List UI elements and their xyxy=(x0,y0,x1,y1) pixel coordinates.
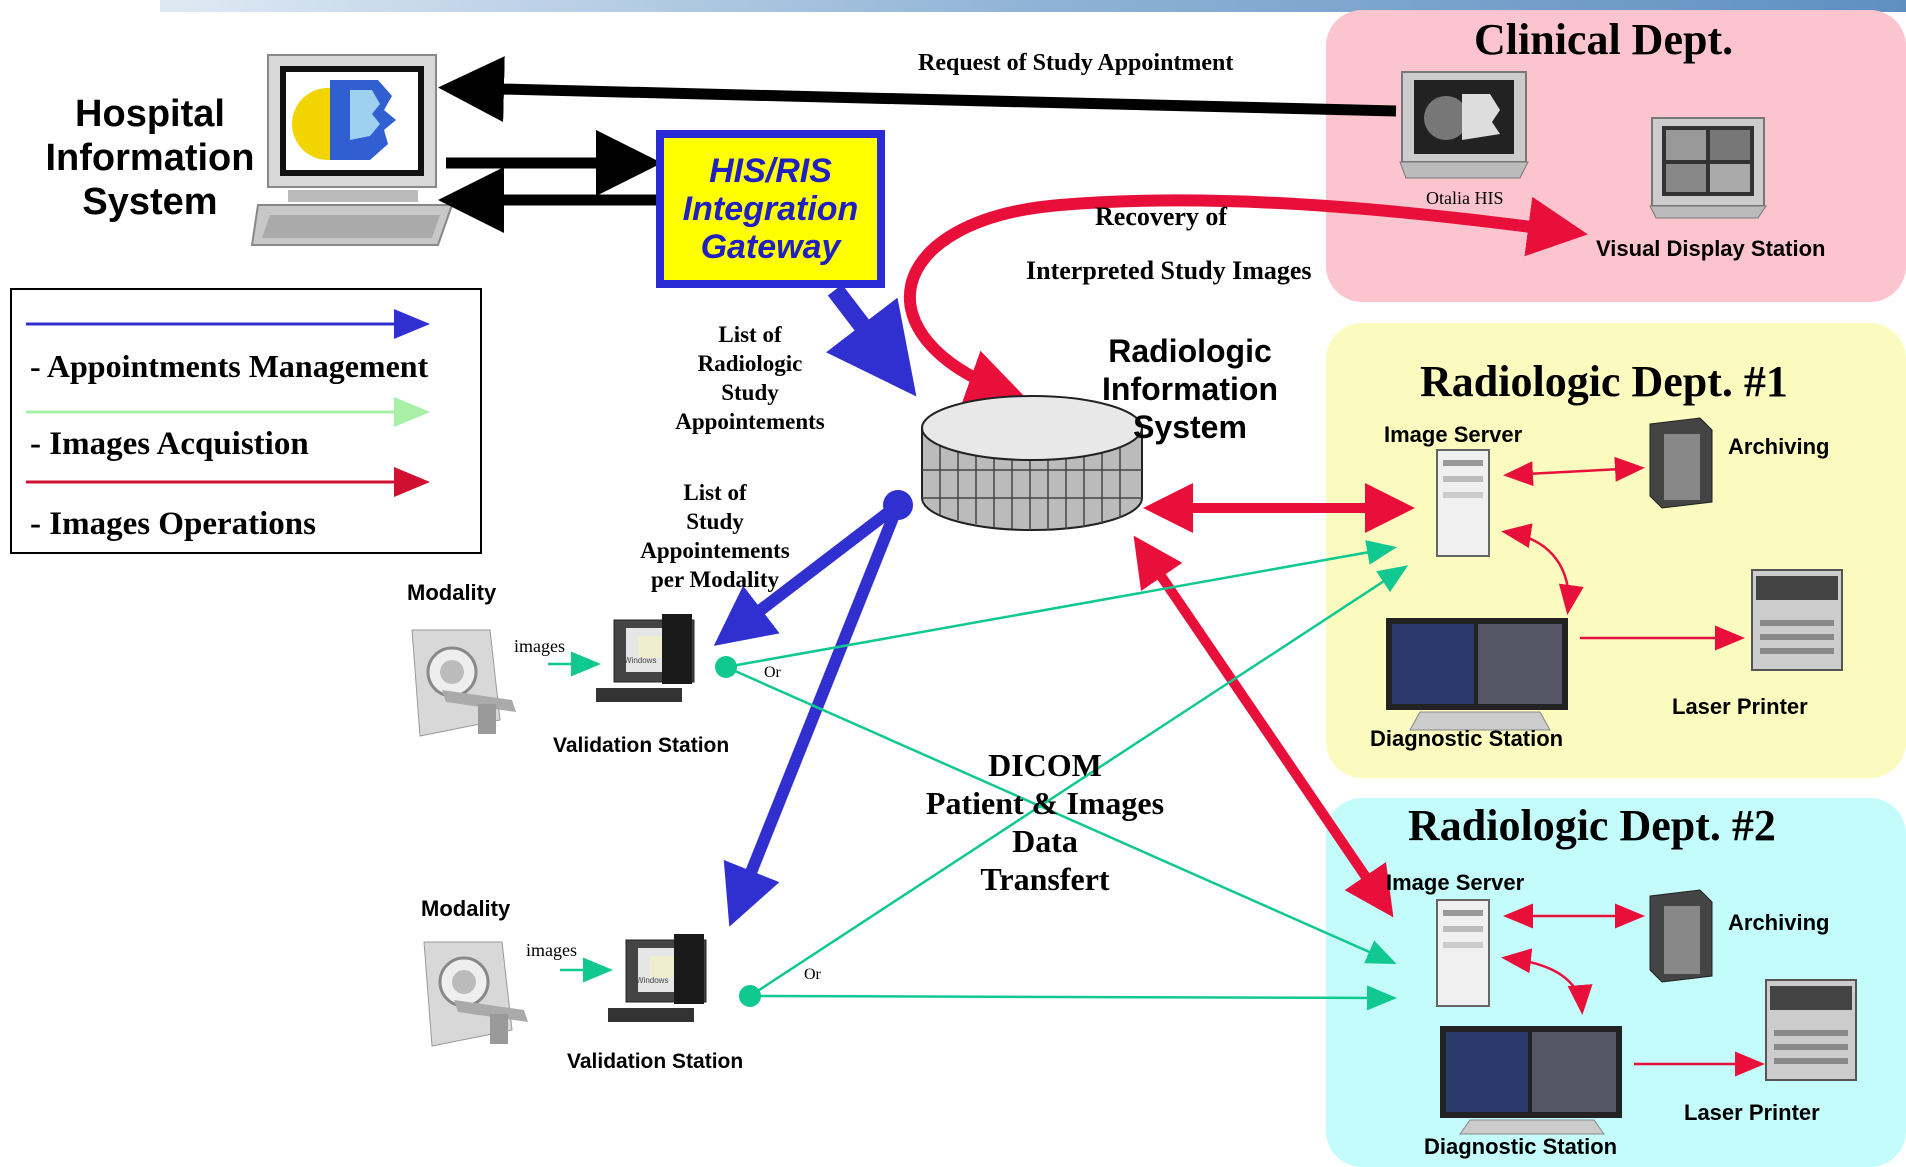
ris-dept2-arrow xyxy=(1133,535,1394,918)
ris-title-line-1: Radiologic xyxy=(1108,333,1272,369)
ris-database-icon xyxy=(921,395,1143,531)
modality1-or-label: Or xyxy=(764,664,781,681)
legend-box: - Appointments Management - Images Acqui… xyxy=(10,288,482,554)
his-title: Hospital Information System xyxy=(30,92,270,224)
dicom-line-3: Data xyxy=(1012,823,1078,859)
his-title-line-1: Hospital xyxy=(75,93,225,135)
recovery-label-line-1: Recovery of xyxy=(1095,202,1228,231)
modality1-scanner-icon xyxy=(411,629,516,737)
his-computer-icon xyxy=(250,54,454,246)
dept1-image-server-label: Image Server xyxy=(1384,422,1523,447)
gateway-line-2: Integration xyxy=(682,190,859,228)
recovery-label-line-2: Interpreted Study Images xyxy=(1026,256,1312,285)
list-modality-line-3: Appointements xyxy=(640,538,790,563)
station1-output-dot xyxy=(715,656,737,678)
clinical-dept-title: Clinical Dept. xyxy=(1474,15,1734,64)
gateway-line-1: HIS/RIS xyxy=(709,152,832,190)
dept2-archiving-label: Archiving xyxy=(1728,910,1830,935)
validation-station2-label: Validation Station xyxy=(567,1050,744,1073)
modality1-label: Modality xyxy=(407,580,497,605)
dept2-server-diagnostic-arrow xyxy=(1501,948,1593,1015)
modality2-scanner-icon xyxy=(423,941,528,1047)
station2-to-server1-line xyxy=(749,565,1409,998)
dept1-image-server-icon xyxy=(1436,449,1490,557)
list-modality-line-4: per Modality xyxy=(651,567,779,592)
list-radiologic-label: List of Radiologic Study Appointements xyxy=(655,320,845,436)
his-title-line-2: Information xyxy=(45,137,255,179)
modality2-label: Modality xyxy=(421,896,511,921)
list-radiologic-line-4: Appointements xyxy=(675,409,825,434)
station2-output-dot xyxy=(739,985,761,1007)
list-modality-line-2: Study xyxy=(686,509,744,534)
dept1-title: Radiologic Dept. #1 xyxy=(1420,357,1788,406)
validation-station1-computer-icon xyxy=(596,614,695,702)
list-radiologic-line-3: Study xyxy=(721,380,779,405)
station2-to-server2-line xyxy=(749,985,1397,1011)
dept2-laser-printer-icon xyxy=(1765,979,1857,1081)
gateway-line-3: Gateway xyxy=(700,228,841,266)
dept1-laser-printer-icon xyxy=(1751,569,1843,671)
his-title-line-3: System xyxy=(82,181,218,223)
modality2-images-label: images xyxy=(526,940,577,960)
station1-screen-text: Windows xyxy=(624,656,657,665)
station2-screen-text: Windows xyxy=(636,976,669,985)
dept2-image-server-label: Image Server xyxy=(1386,870,1525,895)
otalia-his-computer-icon xyxy=(1399,71,1529,179)
dept2-image-server-icon xyxy=(1436,899,1490,1007)
request-appointment-label: Request of Study Appointment xyxy=(918,50,1234,76)
validation-station2-computer-icon xyxy=(608,934,707,1022)
dept2-printer-label: Laser Printer xyxy=(1684,1100,1820,1125)
dept1-diagnostic-station-icon xyxy=(1386,618,1568,731)
dept1-server-diagnostic-arrow xyxy=(1501,523,1584,615)
his-ris-gateway-box: HIS/RIS Integration Gateway xyxy=(656,130,885,288)
legend-appointments-label: - Appointments Management xyxy=(30,348,429,384)
list-radiologic-line-2: Radiologic xyxy=(697,351,803,376)
validation-station1-label: Validation Station xyxy=(553,734,730,757)
dept1-archiving-label: Archiving xyxy=(1728,434,1830,459)
dicom-line-1: DICOM xyxy=(988,747,1102,783)
list-modality-line-1: List of xyxy=(683,480,747,505)
dept2-title: Radiologic Dept. #2 xyxy=(1408,801,1776,850)
list-modality-label: List of Study Appointements per Modality xyxy=(620,478,810,594)
otalia-his-label: Otalia HIS xyxy=(1426,188,1504,208)
ris-title-line-2: Information xyxy=(1102,371,1278,407)
list-radiologic-line-1: List of xyxy=(718,322,782,347)
dept1-printer-label: Laser Printer xyxy=(1672,694,1808,719)
ris-title-line-3: System xyxy=(1133,409,1247,445)
ris-title: Radiologic Information System xyxy=(1070,332,1310,446)
top-banner xyxy=(160,0,1906,12)
dept2-diagnostic-station-icon xyxy=(1440,1026,1622,1135)
dept1-archiving-icon xyxy=(1649,417,1713,509)
visual-display-station-label: Visual Display Station xyxy=(1596,236,1826,261)
visual-display-station-icon xyxy=(1649,117,1767,219)
dicom-line-2: Patient & Images xyxy=(925,785,1165,821)
legend-operations-label: - Images Operations xyxy=(30,506,316,542)
ris-to-station1-arrow xyxy=(713,500,902,646)
request-appointment-arrow xyxy=(438,56,1397,123)
dept1-server-archiving-arrow xyxy=(1503,456,1645,487)
gateway-to-ris-arrow xyxy=(825,284,917,397)
modality2-or-label: Or xyxy=(804,966,821,983)
dicom-line-4: Transfert xyxy=(980,861,1110,897)
dicom-transfer-label: DICOM Patient & Images Data Transfert xyxy=(895,746,1195,898)
legend-acquisition-label: - Images Acquistion xyxy=(30,426,309,462)
dept2-archiving-icon xyxy=(1649,889,1713,983)
dept2-diagnostic-label: Diagnostic Station xyxy=(1424,1134,1618,1159)
station1-to-server1-line xyxy=(725,540,1397,669)
station1-to-server2-line xyxy=(725,665,1397,965)
recovery-images-arrow xyxy=(903,194,1588,408)
dept1-diagnostic-label: Diagnostic Station xyxy=(1370,726,1564,751)
modality1-images-label: images xyxy=(514,636,565,656)
